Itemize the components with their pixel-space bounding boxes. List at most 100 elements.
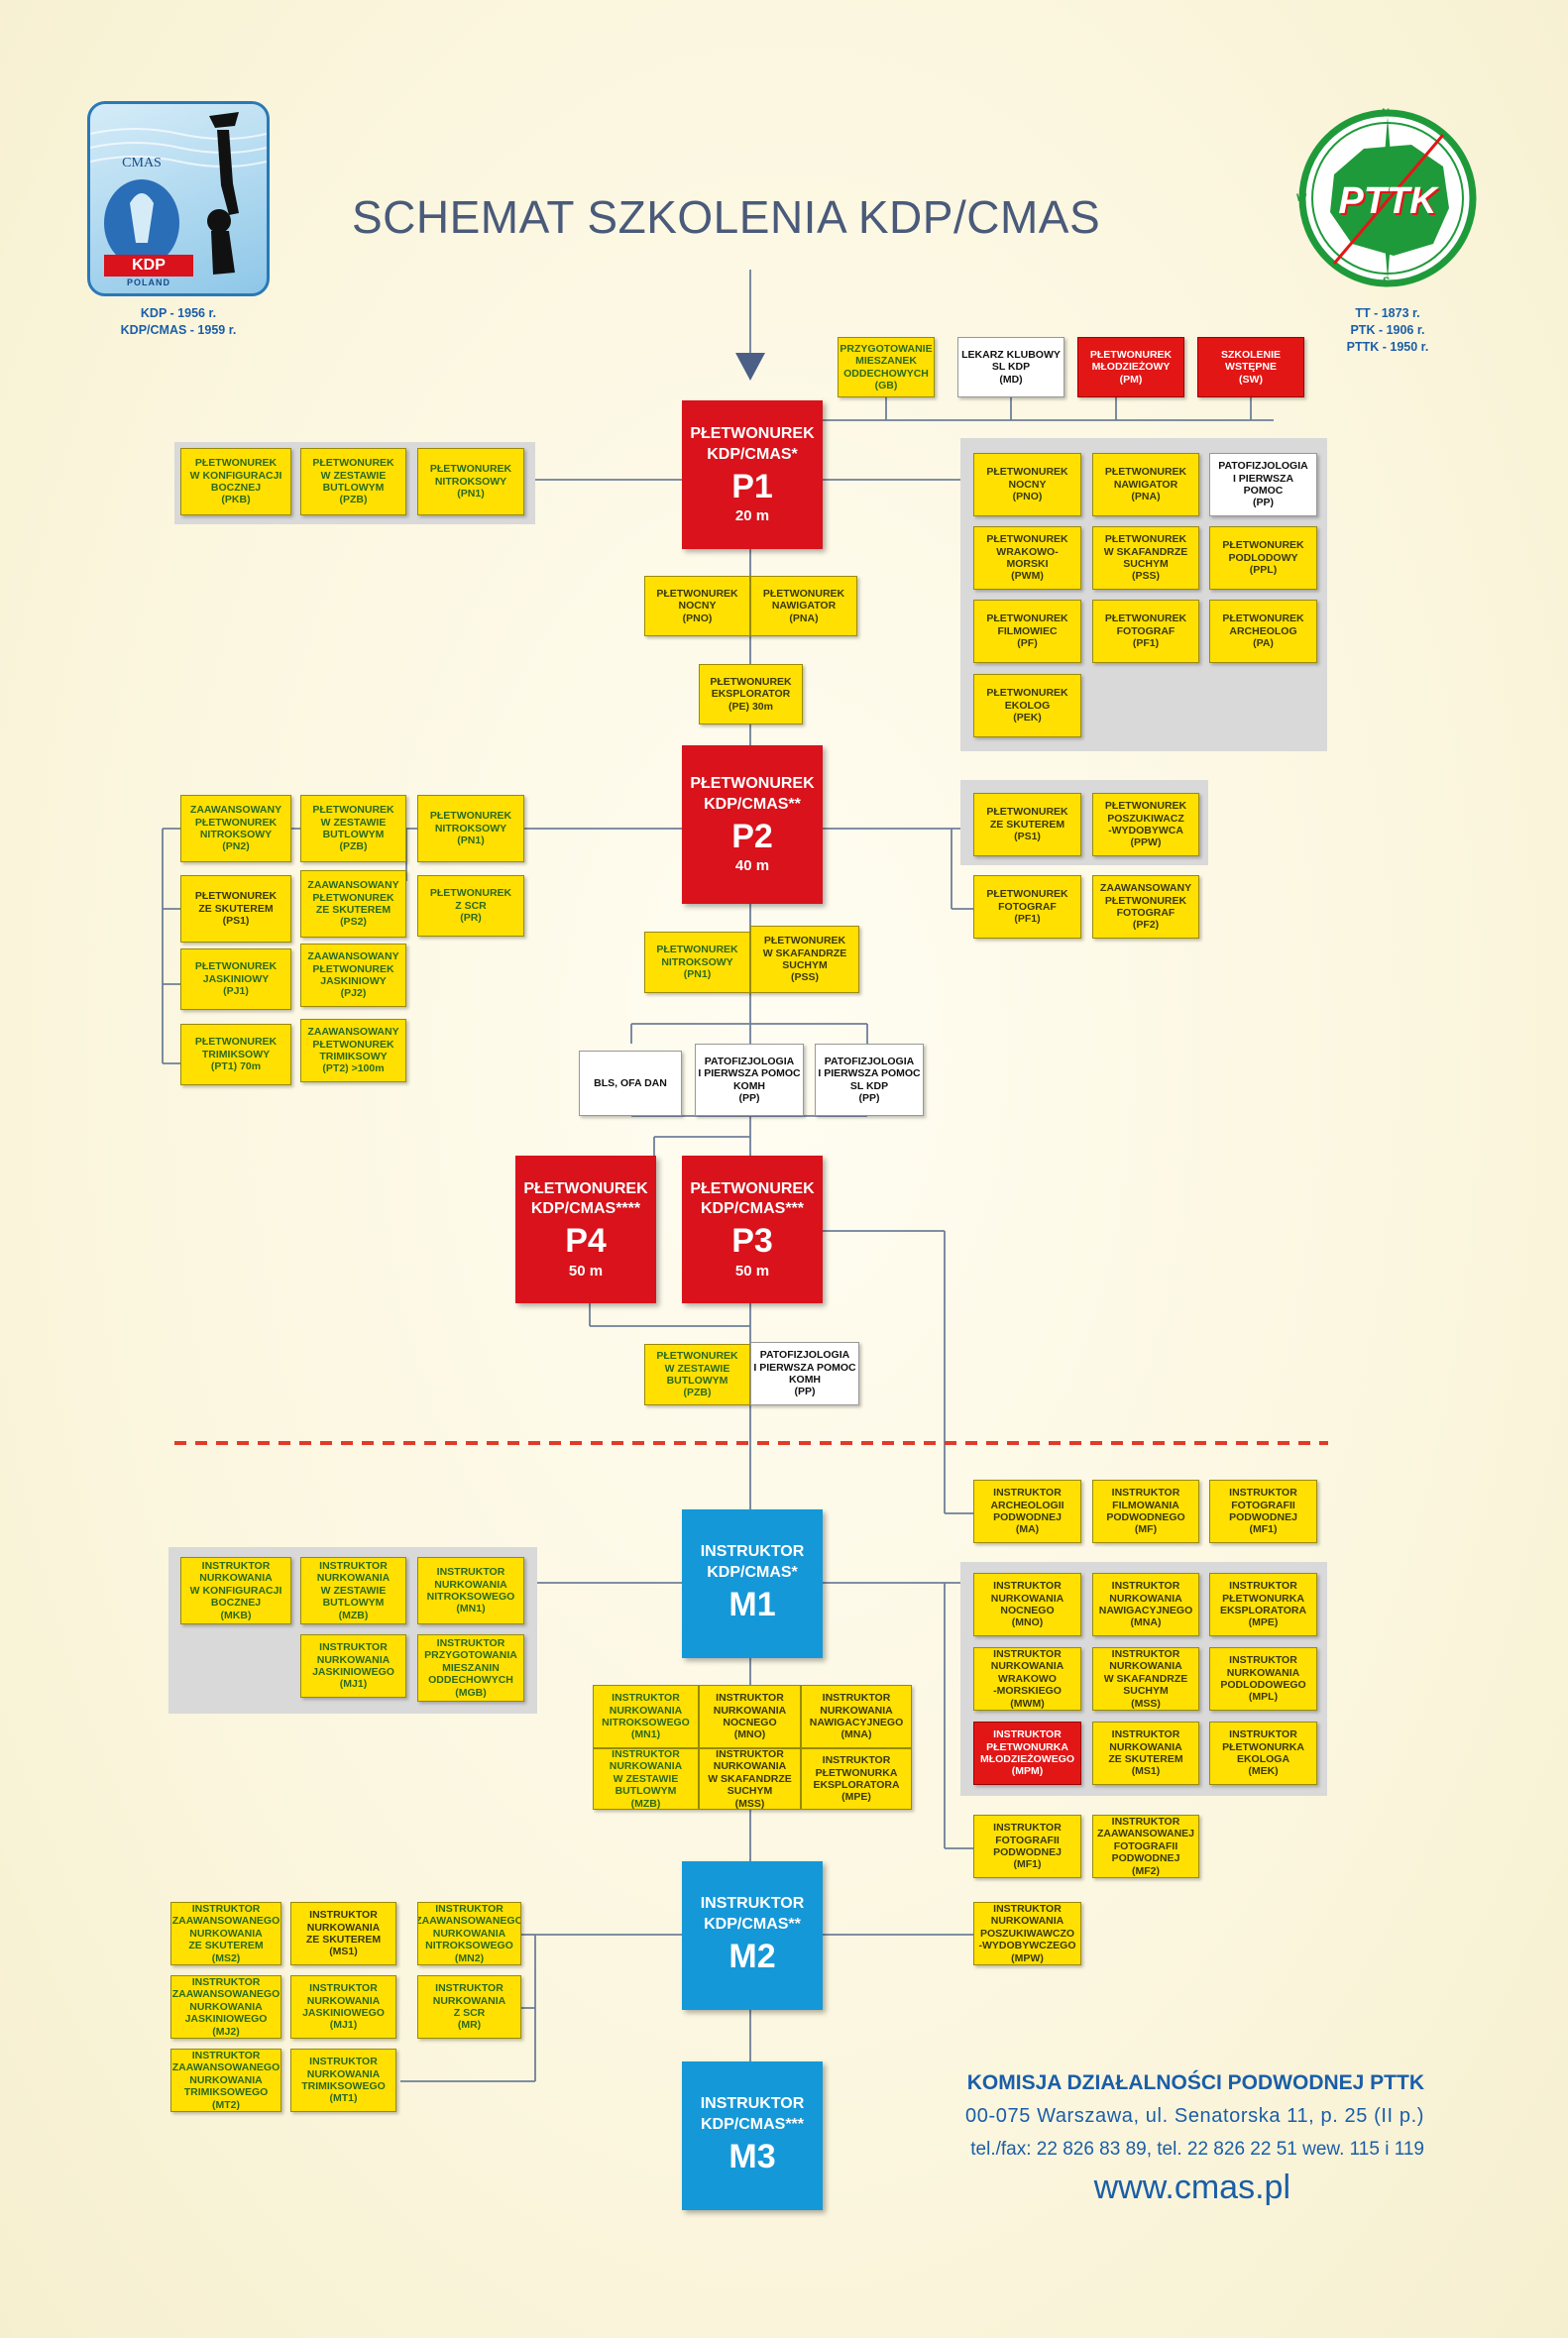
course-box: INSTRUKTOR NURKOWANIA WRAKOWO -MORSKIEGO… (973, 1647, 1081, 1711)
course-box: INSTRUKTOR PRZYGOTOWANIA MIESZANIN ODDEC… (417, 1634, 524, 1702)
course-box: SZKOLENIE WSTĘPNE (SW) (1197, 337, 1304, 397)
course-box: PRZYGOTOWANIE MIESZANEK ODDECHOWYCH (GB) (838, 337, 935, 397)
course-box: PŁETWONUREK NOCNY (PNO) (973, 453, 1081, 516)
footer-org: KOMISJA DZIAŁALNOŚCI PODWODNEJ PTTK (966, 2071, 1424, 2094)
course-box: PŁETWONUREK NAWIGATOR (PNA) (750, 576, 857, 636)
course-box: PŁETWONUREK FILMOWIEC (PF) (973, 600, 1081, 663)
course-box: INSTRUKTOR NURKOWANIA NOCNEGO (MNO) (973, 1573, 1081, 1636)
course-box: PŁETWONUREK MŁODZIEŻOWY (PM) (1077, 337, 1184, 397)
course-box: INSTRUKTOR NURKOWANIA ZE SKUTEREM (MS1) (1092, 1722, 1199, 1785)
course-box: PŁETWONUREK ARCHEOLOG (PA) (1209, 600, 1317, 663)
level-depth: 50 m (568, 1262, 604, 1280)
course-box: INSTRUKTOR NURKOWANIA NAWIGACYJNEGO (MNA… (1092, 1573, 1199, 1636)
level-code: P3 (731, 1222, 773, 1261)
level-code: P2 (731, 817, 773, 855)
course-box: PŁETWONUREK W ZESTAWIE BUTLOWYM (PZB) (644, 1344, 750, 1405)
course-box: INSTRUKTOR FOTOGRAFII PODWODNEJ (MF1) (973, 1815, 1081, 1878)
kdp-logo-poland: POLAND (127, 278, 170, 287)
course-box: INSTRUKTOR PŁETWONURKA MŁODZIEŻOWEGO (MP… (973, 1722, 1081, 1785)
footer-website[interactable]: www.cmas.pl (1093, 2169, 1290, 2206)
course-box: INSTRUKTOR NURKOWANIA Z SCR (MR) (417, 1975, 521, 2039)
course-box: PŁETWONUREK NAWIGATOR (PNA) (1092, 453, 1199, 516)
level-title: PŁETWONUREK KDP/CMAS** (690, 775, 815, 813)
course-box: PATOFIZJOLOGIA I PIERWSZA POMOC (PP) (1209, 453, 1317, 516)
pttk-logo-text: PTTK (1338, 180, 1437, 222)
course-box: PŁETWONUREK NITROKSOWY (PN1) (417, 448, 524, 515)
course-box: PŁETWONUREK PODLODOWY (PPL) (1209, 526, 1317, 590)
course-box: INSTRUKTOR ARCHEOLOGII PODWODNEJ (MA) (973, 1480, 1081, 1543)
page-title: SCHEMAT SZKOLENIA KDP/CMAS (352, 191, 1101, 243)
course-box: PŁETWONUREK Z SCR (PR) (417, 875, 524, 937)
compass-s: S (1383, 276, 1391, 287)
level-p1-box: PŁETWONUREK KDP/CMAS* P1 20 m (682, 400, 823, 549)
course-box: PŁETWONUREK W ZESTAWIE BUTLOWYM (PZB) (300, 795, 406, 862)
course-box: INSTRUKTOR NURKOWANIA W SKAFANDRZE SUCHY… (1092, 1647, 1199, 1711)
course-box: INSTRUKTOR NURKOWANIA NAWIGACYJNEGO (MNA… (801, 1685, 912, 1748)
course-box: INSTRUKTOR ZAAWANSOWANEGO NURKOWANIA TRI… (170, 2049, 281, 2112)
course-box: PŁETWONUREK NOCNY (PNO) (644, 576, 750, 636)
course-box: PŁETWONUREK TRIMIKSOWY (PT1) 70m (180, 1024, 291, 1085)
course-box: ZAAWANSOWANY PŁETWONUREK FOTOGRAF (PF2) (1092, 875, 1199, 939)
compass-n: N (1382, 107, 1390, 119)
level-code: P1 (731, 467, 773, 505)
course-box: INSTRUKTOR NURKOWANIA ZE SKUTEREM (MS1) (290, 1902, 396, 1965)
level-title: PŁETWONUREK KDP/CMAS*** (690, 1179, 815, 1218)
pttk-logo: PTTK N S E W (1294, 105, 1481, 291)
course-box: INSTRUKTOR NURKOWANIA NOCNEGO (MNO) (699, 1685, 801, 1748)
course-box: INSTRUKTOR FILMOWANIA PODWODNEGO (MF) (1092, 1480, 1199, 1543)
course-box: PŁETWONUREK ZE SKUTEREM (PS1) (973, 793, 1081, 856)
level-title: INSTRUKTOR KDP/CMAS* (700, 1542, 805, 1581)
kdp-logo-kdp: KDP (104, 255, 193, 277)
course-box: ZAAWANSOWANY PŁETWONUREK ZE SKUTEREM (PS… (300, 870, 406, 938)
course-box: INSTRUKTOR PŁETWONURKA EKSPLORATORA (MPE… (801, 1748, 912, 1810)
course-box: PŁETWONUREK ZE SKUTEREM (PS1) (180, 875, 291, 943)
level-m2-box: INSTRUKTOR KDP/CMAS**M2 (682, 1861, 823, 2010)
diver-icon (90, 112, 267, 275)
kdp-logo-cmas: CMAS (122, 156, 162, 170)
footer-address: 00-075 Warszawa, ul. Senatorska 11, p. 2… (965, 2105, 1424, 2127)
course-box: PŁETWONUREK POSZUKIWACZ -WYDOBYWCA (PPW) (1092, 793, 1199, 856)
kdp-caption: KDP - 1956 r. KDP/CMAS - 1959 r. (120, 306, 237, 337)
course-box: INSTRUKTOR NURKOWANIA W SKAFANDRZE SUCHY… (699, 1748, 801, 1810)
course-box: PŁETWONUREK JASKINIOWY (PJ1) (180, 948, 291, 1010)
course-box: PATOFIZJOLOGIA I PIERWSZA POMOC SL KDP (… (815, 1044, 924, 1116)
level-m1-box: INSTRUKTOR KDP/CMAS* M1 (682, 1509, 823, 1658)
level-depth: 20 m (734, 507, 770, 525)
course-box: PŁETWONUREK W ZESTAWIE BUTLOWYM (PZB) (300, 448, 406, 515)
course-box: INSTRUKTOR NURKOWANIA JASKINIOWEGO (MJ1) (290, 1975, 396, 2039)
course-box: ZAAWANSOWANY PŁETWONUREK NITROKSOWY (PN2… (180, 795, 291, 862)
course-box: PŁETWONUREK WRAKOWO-MORSKI (PWM) (973, 526, 1081, 590)
course-box: INSTRUKTOR FOTOGRAFII PODWODNEJ (MF1) (1209, 1480, 1317, 1543)
footer-phones: tel./fax: 22 826 83 89, tel. 22 826 22 5… (970, 2139, 1424, 2160)
course-box: PATOFIZJOLOGIA I PIERWSZA POMOC KOMH (PP… (695, 1044, 804, 1116)
course-box: PŁETWONUREK W KONFIGURACJI BOCZNEJ (PKB) (180, 448, 291, 515)
course-box: INSTRUKTOR PŁETWONURKA EKSPLORATORA (MPE… (1209, 1573, 1317, 1636)
course-box: INSTRUKTOR NURKOWANIA JASKINIOWEGO (MJ1) (300, 1634, 406, 1698)
level-code: M3 (728, 2137, 776, 2175)
course-box: INSTRUKTOR NURKOWANIA PODLODOWEGO (MPL) (1209, 1647, 1317, 1711)
course-box: INSTRUKTOR ZAAWANSOWANEGO NURKOWANIA NIT… (417, 1902, 521, 1965)
course-box: PŁETWONUREK EKSPLORATOR (PE) 30m (699, 664, 803, 724)
level-code: M1 (728, 1585, 776, 1623)
level-title: PŁETWONUREK KDP/CMAS**** (523, 1179, 648, 1218)
compass-icon (1298, 109, 1477, 287)
kdp-logo: CMAS KDP POLAND (87, 101, 270, 296)
level-title: INSTRUKTOR KDP/CMAS*** (700, 2094, 805, 2133)
course-box: INSTRUKTOR NURKOWANIA W KONFIGURACJI BOC… (180, 1557, 291, 1624)
course-box: INSTRUKTOR ZAAWANSOWANEJ FOTOGRAFII PODW… (1092, 1815, 1199, 1878)
level-title: INSTRUKTOR KDP/CMAS** (700, 1894, 805, 1933)
course-box: PATOFIZJOLOGIA I PIERWSZA POMOC KOMH (PP… (750, 1342, 859, 1405)
course-box: PŁETWONUREK W SKAFANDRZE SUCHYM (PSS) (1092, 526, 1199, 590)
course-box: INSTRUKTOR ZAAWANSOWANEGO NURKOWANIA ZE … (170, 1902, 281, 1965)
compass-e: E (1469, 192, 1477, 204)
level-m3-box: INSTRUKTOR KDP/CMAS*** M3 (682, 2061, 823, 2210)
course-box: INSTRUKTOR PŁETWONURKA EKOLOGA (MEK) (1209, 1722, 1317, 1785)
course-box: PŁETWONUREK W SKAFANDRZE SUCHYM (PSS) (750, 926, 859, 993)
course-box: INSTRUKTOR ZAAWANSOWANEGO NURKOWANIA JAS… (170, 1975, 281, 2039)
course-box: INSTRUKTOR NURKOWANIA W ZESTAWIE BUTLOWY… (300, 1557, 406, 1624)
course-box: BLS, OFA DAN (579, 1051, 682, 1116)
level-title: PŁETWONUREK KDP/CMAS* (690, 425, 815, 463)
